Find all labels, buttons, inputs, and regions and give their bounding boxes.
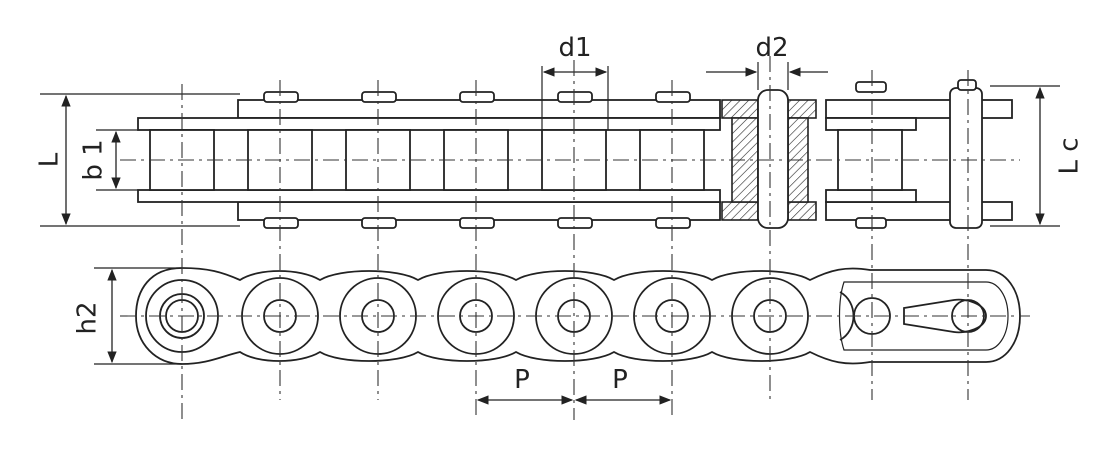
right-inner-bottom xyxy=(825,189,917,203)
right-plate-top xyxy=(825,99,1013,119)
inner-plate-bottom xyxy=(137,189,721,203)
right-pin-head-bottom xyxy=(855,217,887,229)
right-plate-bottom xyxy=(825,201,1013,221)
top-view xyxy=(40,62,1060,229)
sectioned-pin xyxy=(757,89,789,229)
label-Lc: L c xyxy=(1055,137,1085,174)
label-d1: d1 xyxy=(558,33,591,63)
label-L: L xyxy=(35,152,65,167)
pin-heads xyxy=(263,91,691,229)
side-view xyxy=(94,267,1030,405)
label-P2: P xyxy=(612,365,628,395)
sectioned-link xyxy=(721,89,817,229)
inner-plate-top xyxy=(137,117,721,131)
label-b1: b 1 xyxy=(79,139,109,180)
label-h2: h2 xyxy=(73,301,103,334)
side-plate-outline xyxy=(135,267,1021,365)
vertical-centerlines xyxy=(181,56,969,420)
label-P1: P xyxy=(514,365,530,395)
label-d2: d2 xyxy=(755,33,788,63)
right-inner-top xyxy=(825,117,917,131)
labels: L b 1 d1 d2 L c h2 P P xyxy=(35,33,1085,395)
right-pin-head-top xyxy=(855,81,887,93)
connecting-pin xyxy=(949,87,983,229)
connecting-pin-head xyxy=(957,79,977,91)
